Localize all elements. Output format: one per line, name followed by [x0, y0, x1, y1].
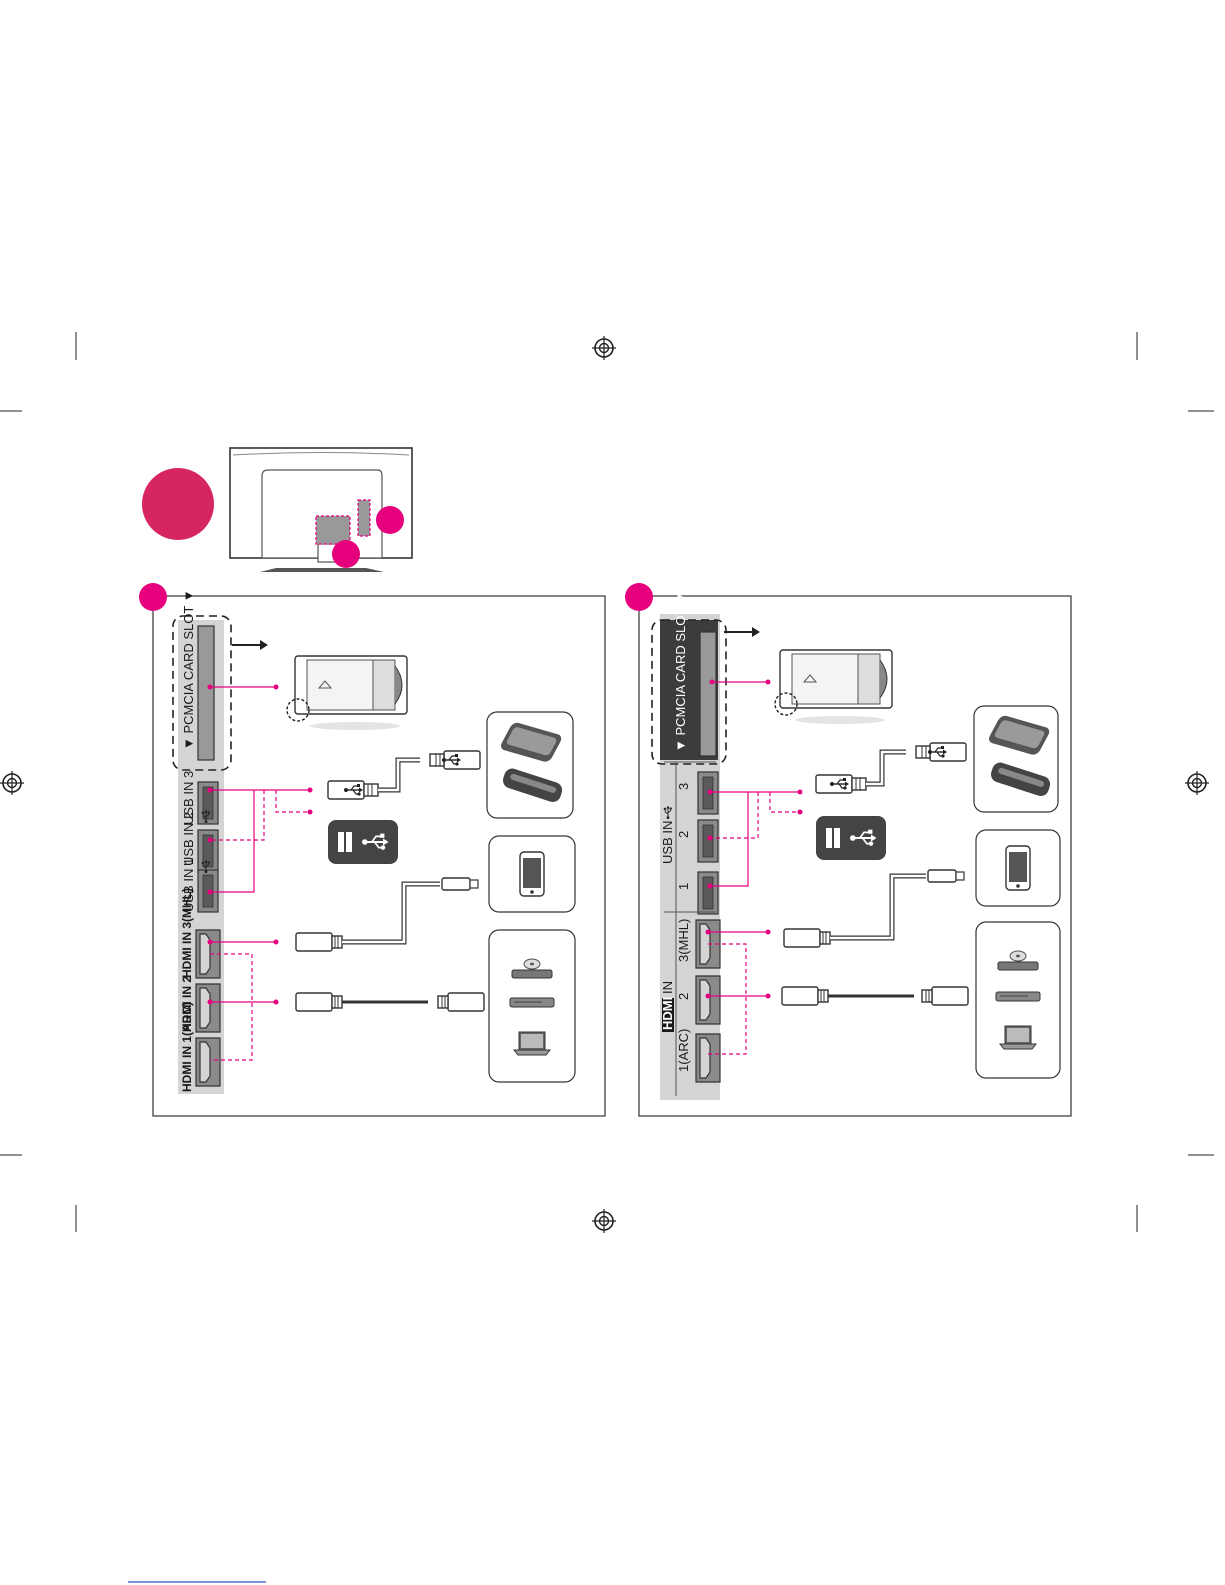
usb-port-1	[698, 872, 718, 914]
smartphone-icon	[520, 852, 544, 896]
left-panel: ▼ PCMCIA CARD SLOT ▼ USB IN 3 USB IN 2 U…	[139, 583, 605, 1116]
usb-port-3	[198, 782, 218, 824]
tv-back-overview	[142, 448, 412, 572]
set-top-box-icon	[996, 992, 1040, 1001]
hdmi-in-3-label: 3(MHL)	[676, 919, 691, 962]
pcmcia-slot-label: ▼ PCMCIA CARD SLOT ▼	[673, 591, 688, 752]
usb-in-group-label: USB IN	[660, 821, 675, 864]
pcmcia-slot	[198, 626, 214, 760]
registration-mark-icon	[592, 1209, 616, 1233]
hdmi-in-1-label: HDMI IN 1(ARC)	[180, 1002, 194, 1092]
usb-in-2-label: 2	[676, 831, 691, 838]
panel-a-badge	[139, 583, 167, 611]
hdmi-plug-icon	[296, 993, 342, 1011]
set-top-box-icon	[510, 998, 554, 1007]
right-panel: ▼ PCMCIA CARD SLOT ▼ USB IN 3 2 1 HDMI I…	[625, 583, 1071, 1116]
pcmcia-slot	[700, 632, 716, 756]
laptop-icon	[1000, 1026, 1036, 1049]
usb-stick-icon	[328, 820, 398, 864]
registration-mark-icon	[1185, 771, 1209, 795]
hdmi-in-3-label: HDMI IN 3(MHL)	[180, 888, 194, 978]
pcmcia-slot-label: ▼ PCMCIA CARD SLOT ▼	[181, 589, 196, 750]
hdmi-in-1-label: 1(ARC)	[676, 1029, 691, 1072]
panel-b-badge	[625, 583, 653, 611]
usb-in-1-label: 1	[676, 883, 691, 890]
registration-mark-icon	[0, 771, 24, 795]
usb-in-3-label: 3	[676, 783, 691, 790]
step-badge	[142, 468, 214, 540]
hdmi-in-2-label: 2	[676, 993, 691, 1000]
usb-port-2	[698, 820, 718, 862]
callout-a-badge	[332, 540, 360, 568]
registration-mark-icon	[592, 336, 616, 360]
smartphone-icon	[1006, 846, 1030, 890]
hdmi-in-group-label: IN	[660, 981, 675, 994]
hdmi-plug-icon	[296, 933, 342, 951]
usb-stick-icon	[816, 816, 886, 860]
hdmi-plug-icon	[782, 987, 828, 1005]
hdmi-logo: HDMI	[660, 997, 675, 1032]
laptop-icon	[514, 1032, 550, 1055]
hdmi-plug-icon	[784, 929, 830, 947]
callout-b-badge	[376, 506, 404, 534]
svg-text:HDMI: HDMI	[660, 997, 675, 1030]
